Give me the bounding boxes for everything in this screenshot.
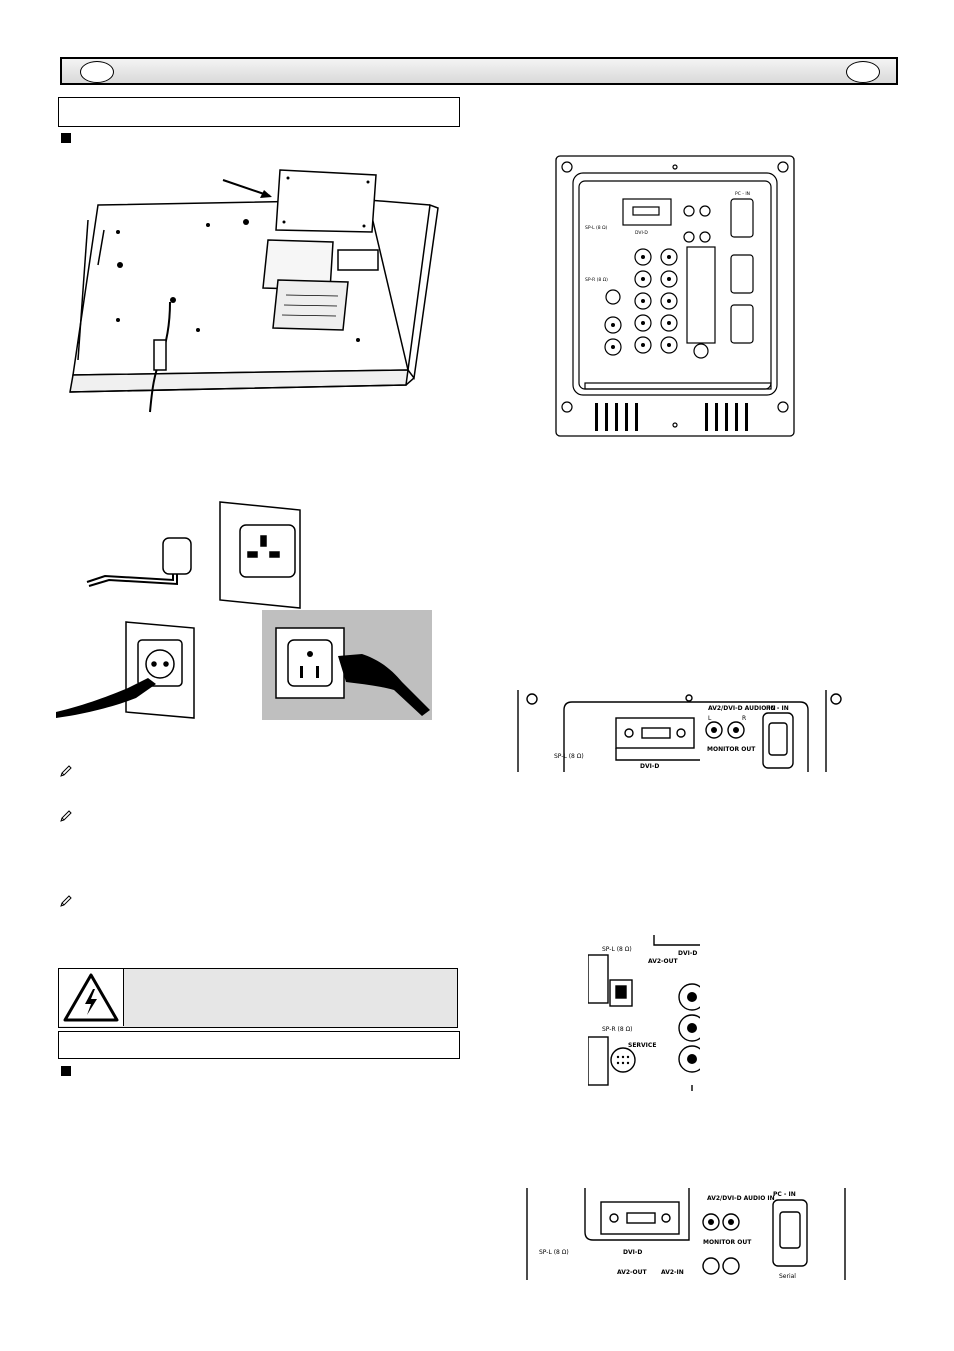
sp-left-label: SP-L (8 Ω): [602, 946, 632, 953]
dvi-label: DVI-D: [678, 950, 697, 957]
dvi-label: DVI-D: [640, 763, 659, 770]
service-label: SERVICE: [628, 1042, 656, 1049]
connector-detail-dvi-pc: AV2/DVI-D AUDIO IN MONITOR OUT PC - IN D…: [517, 690, 842, 772]
dvi-label: DVI-D: [635, 230, 648, 236]
uk-plug-outlet-illustration: [86, 501, 301, 609]
language-badge-right: [846, 61, 880, 83]
monitor-out-label: MONITOR OUT: [707, 746, 756, 753]
sp-left-label: SP-L (8 Ω): [585, 225, 608, 231]
audio-in-label: AV2/DVI-D AUDIO IN: [707, 1195, 775, 1202]
panel-rear-illustration: [69, 169, 439, 413]
sp-left-label: SP-L (8 Ω): [554, 753, 584, 760]
bullet-square-icon: [61, 1066, 71, 1076]
connector-panel-full-illustration: DVI-D PC - IN SP-L (8 Ω) SP-R (8 Ω): [555, 155, 795, 437]
header-banner: [60, 57, 898, 85]
sp-right-label: SP-R (8 Ω): [602, 1026, 633, 1033]
av2-out-label: AV2-OUT: [617, 1269, 648, 1276]
channel-l-label: L: [708, 715, 712, 722]
us-plug-outlet-illustration: [262, 610, 432, 720]
audio-in-label: AV2/DVI-D AUDIO IN: [708, 705, 776, 712]
serial-label: Serial: [779, 1273, 796, 1280]
sp-left-label: SP-L (8 Ω): [539, 1249, 569, 1256]
warning-icon-cell: [59, 969, 124, 1026]
av2-in-label: AV2-IN: [661, 1269, 684, 1276]
connector-detail-speaker-av2: AV2-OUT SERVICE SP-L (8 Ω) SP-R (8 Ω) DV…: [588, 935, 700, 1091]
pencil-note-icon: [60, 765, 72, 777]
section-title-box-bottom: [58, 1031, 460, 1059]
pc-in-label: PC - IN: [766, 705, 789, 712]
bullet-square-icon: [61, 133, 71, 143]
pc-in-label: PC - IN: [735, 191, 750, 197]
pencil-note-icon: [60, 895, 72, 907]
av2-out-label: AV2-OUT: [648, 958, 679, 965]
high-voltage-warning-icon: [63, 973, 119, 1022]
connector-detail-dvi-serial: AV2/DVI-D AUDIO IN MONITOR OUT PC - IN D…: [526, 1188, 846, 1280]
sp-right-label: SP-R (8 Ω): [585, 277, 608, 283]
eu-plug-outlet-illustration: [56, 621, 195, 719]
dvi-label: DVI-D: [623, 1249, 642, 1256]
section-title-box-top: [58, 97, 460, 127]
pc-in-label: PC - IN: [773, 1191, 796, 1198]
pencil-note-icon: [60, 810, 72, 822]
language-badge-left: [80, 61, 114, 83]
warning-box: [58, 968, 458, 1028]
channel-r-label: R: [742, 715, 746, 722]
monitor-out-label: MONITOR OUT: [703, 1239, 752, 1246]
